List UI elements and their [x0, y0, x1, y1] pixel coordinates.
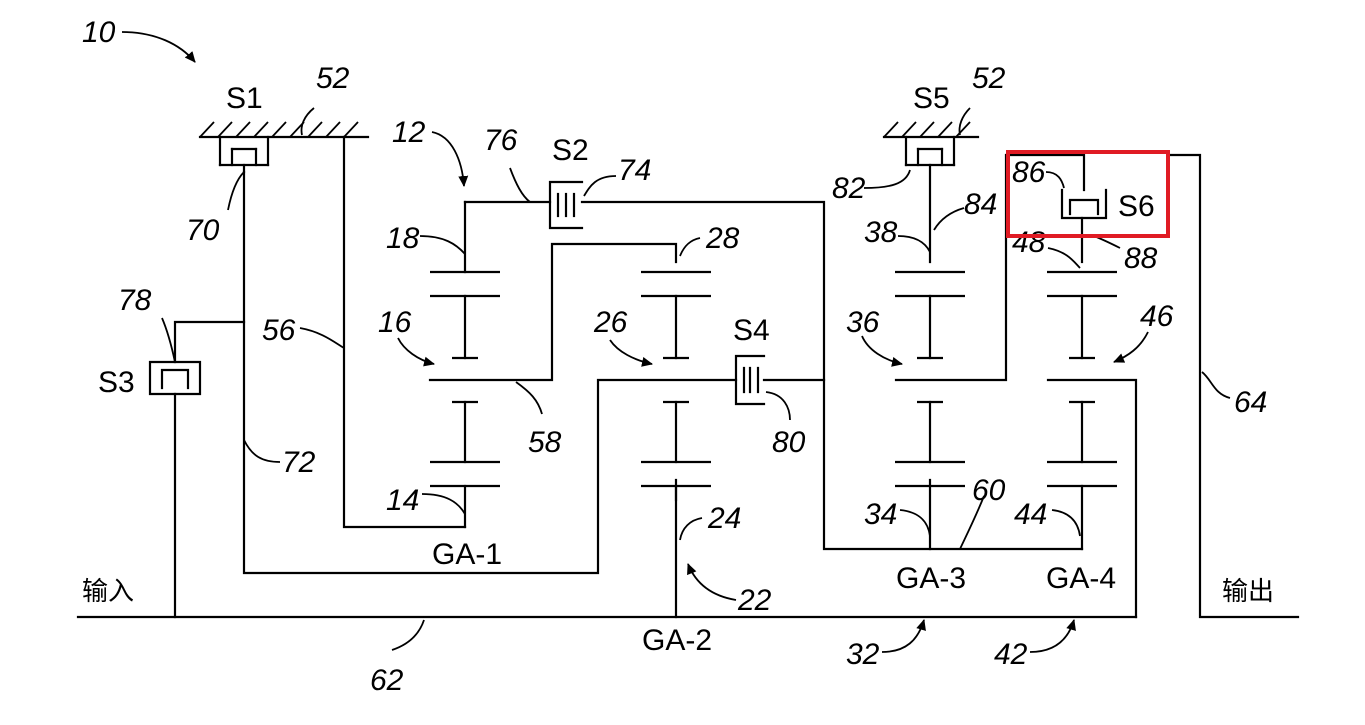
clutch-s2 — [548, 180, 584, 230]
label-ga4: GA-4 — [1046, 562, 1116, 595]
ref-56: 56 — [262, 314, 296, 347]
ref-28: 28 — [705, 222, 740, 255]
label-ga2: GA-2 — [642, 624, 712, 657]
ref-58: 58 — [528, 426, 562, 459]
label-s1: S1 — [226, 82, 263, 115]
ref-44: 44 — [1014, 498, 1047, 531]
highlight-box-s6 — [1006, 150, 1170, 238]
ref-52a: 52 — [316, 62, 350, 95]
ref-84: 84 — [964, 188, 997, 221]
label-output: 输出 — [1222, 577, 1274, 607]
clutch-s4 — [734, 354, 766, 406]
ref-12: 12 — [392, 116, 426, 149]
ref-74: 74 — [618, 154, 651, 187]
ref-42: 42 — [994, 638, 1028, 671]
ref-82: 82 — [832, 172, 866, 205]
ref-24: 24 — [707, 502, 741, 535]
ref-46: 46 — [1140, 300, 1174, 333]
label-s5: S5 — [913, 82, 950, 115]
ref-76: 76 — [484, 124, 518, 157]
ref-64: 64 — [1234, 386, 1267, 419]
ref-70: 70 — [186, 214, 220, 247]
figure-number: 10 — [82, 16, 116, 49]
ref-26: 26 — [593, 306, 628, 339]
ground-right — [882, 121, 980, 139]
ref-80: 80 — [772, 426, 806, 459]
ref-38: 38 — [864, 216, 898, 249]
ref-88: 88 — [1124, 242, 1158, 275]
ref-48: 48 — [1012, 226, 1046, 259]
brake-s5 — [904, 135, 956, 167]
ref-72: 72 — [282, 446, 316, 479]
ref-14: 14 — [386, 484, 419, 517]
ref-34: 34 — [864, 498, 897, 531]
gearset-ga1 — [430, 200, 500, 529]
ref-18: 18 — [386, 222, 420, 255]
ref-32: 32 — [846, 638, 880, 671]
ref-62: 62 — [370, 664, 404, 697]
ground-left — [198, 121, 370, 139]
clutch-s6 — [1060, 188, 1108, 220]
ref-60: 60 — [972, 474, 1006, 507]
label-s2: S2 — [552, 134, 589, 167]
clutch-s3 — [148, 360, 202, 396]
label-ga1: GA-1 — [432, 538, 502, 571]
ref-36: 36 — [846, 306, 880, 339]
ref-22: 22 — [737, 584, 772, 617]
ref-52b: 52 — [972, 62, 1006, 95]
interconnects — [76, 135, 1300, 619]
label-s3: S3 — [98, 366, 135, 399]
label-s6: S6 — [1118, 190, 1155, 223]
label-s4: S4 — [733, 314, 770, 347]
gearset-ga3 — [895, 270, 965, 488]
label-input: 输入 — [82, 577, 134, 607]
brake-s1 — [218, 135, 270, 174]
gearset-ga4 — [1047, 270, 1117, 551]
ref-78: 78 — [118, 284, 152, 317]
ref-16: 16 — [378, 306, 412, 339]
gearset-ga2 — [641, 270, 711, 502]
label-ga3: GA-3 — [896, 562, 966, 595]
ref-86: 86 — [1012, 156, 1046, 189]
leader-lines — [121, 31, 1231, 653]
